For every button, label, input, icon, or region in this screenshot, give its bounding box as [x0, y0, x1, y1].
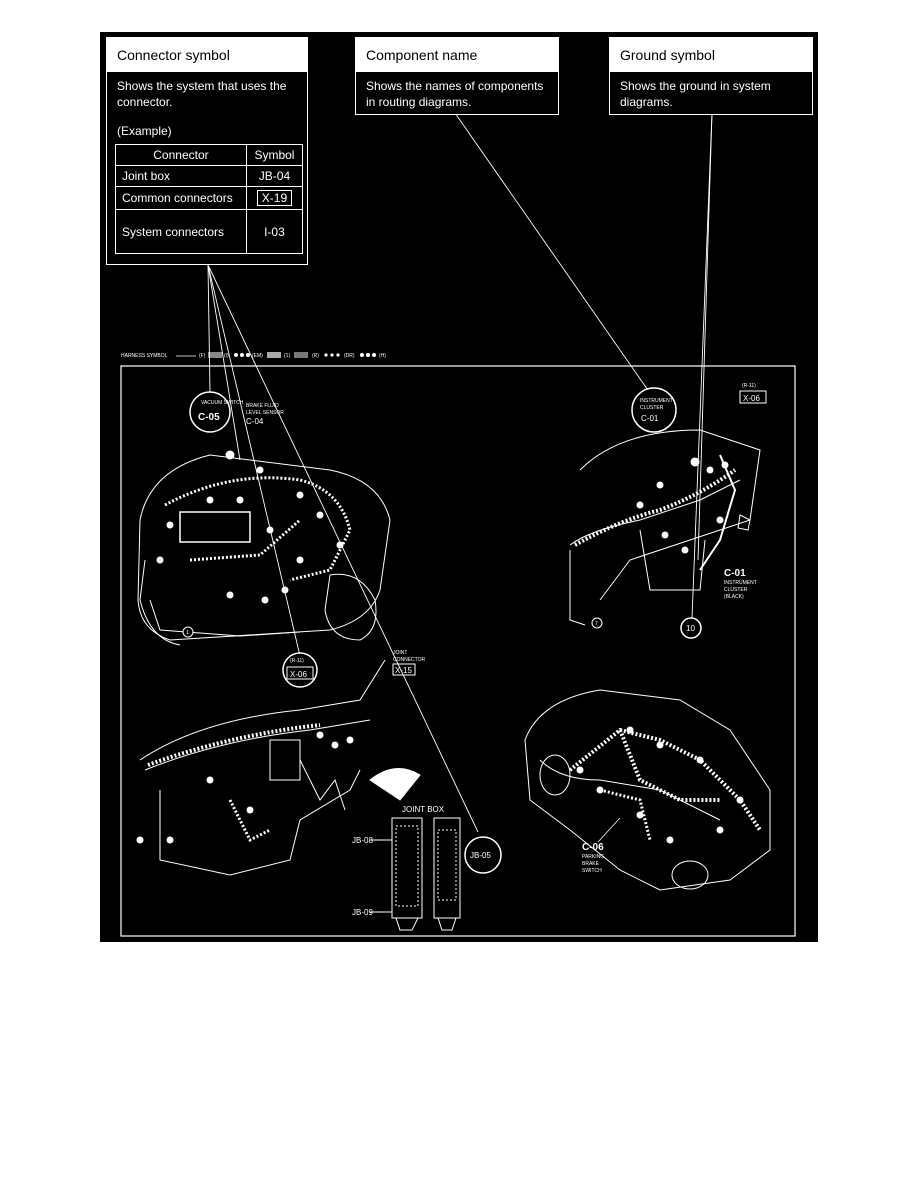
joint-box-labels: JOINT BOX JB-08 JB-09 [352, 805, 445, 917]
svg-text:10: 10 [686, 624, 695, 633]
svg-text:JOINT: JOINT [393, 650, 407, 656]
table-row: Joint box JB-04 [115, 165, 304, 187]
svg-text:LEVEL SENSOR: LEVEL SENSOR [246, 410, 284, 416]
table-cell: Common connectors [115, 186, 247, 210]
ground-symbol-7: 7 [591, 617, 603, 629]
svg-text:(1): (1) [284, 353, 290, 359]
ground-symbol-desc: Shows the ground in system diagrams. [620, 79, 771, 109]
svg-text:(R-11): (R-11) [742, 383, 756, 389]
svg-text:(R): (R) [312, 353, 319, 359]
svg-text:7: 7 [595, 621, 598, 627]
ground-symbol-title: Ground symbol [610, 38, 812, 72]
svg-text:CLUSTER: CLUSTER [640, 405, 664, 411]
table-header: Symbol [245, 144, 304, 166]
svg-text:(BLACK): (BLACK) [724, 594, 744, 600]
example-label: (Example) [117, 124, 172, 138]
svg-text:INSTRUMENT: INSTRUMENT [640, 398, 673, 404]
table-header: Connector [115, 144, 247, 166]
svg-text:(F): (F) [199, 353, 206, 359]
svg-text:INSTRUMENT: INSTRUMENT [724, 580, 757, 586]
svg-text:CLUSTER: CLUSTER [724, 587, 748, 593]
svg-text:C-05: C-05 [198, 412, 220, 423]
svg-text:JB-09: JB-09 [352, 908, 373, 917]
table-row: System connectors I-03 [115, 209, 304, 254]
svg-text:X-06: X-06 [290, 670, 307, 679]
svg-text:C-04: C-04 [246, 417, 264, 426]
boxed-symbol: X-19 [256, 190, 293, 206]
table-cell: JB-04 [245, 165, 304, 187]
joint-box-drawing [370, 817, 461, 931]
ground-symbol-10: 10 [680, 617, 702, 639]
table-row: Common connectors X-19 [115, 186, 304, 210]
connector-table: Connector Symbol Joint box JB-04 Common … [115, 144, 304, 254]
svg-text:C-01: C-01 [724, 568, 746, 579]
svg-text:VACUUM SWITCH: VACUUM SWITCH [201, 400, 244, 406]
table-cell: I-03 [245, 209, 304, 254]
ground-symbol-1: 1 [182, 626, 194, 638]
svg-text:X-06: X-06 [743, 394, 760, 403]
dashboard-drawing [569, 429, 761, 626]
ground-symbol-callout: Ground symbol Shows the ground in system… [609, 37, 813, 115]
svg-text:BRAKE FLUID: BRAKE FLUID [246, 403, 279, 409]
connector-symbol-title: Connector symbol [107, 38, 307, 72]
connector-symbol-desc: Shows the system that uses the connector… [117, 79, 287, 109]
table-cell: X-19 [245, 186, 304, 210]
table-header-row: Connector Symbol [115, 144, 304, 166]
instrument-cluster-callout: INSTRUMENT CLUSTER C-01 [631, 387, 677, 433]
component-name-callout: Component name Shows the names of compon… [355, 37, 559, 115]
table-cell: Joint box [115, 165, 247, 187]
vacuum-switch-callout: VACUUM SWITCH C-05 [189, 391, 244, 433]
svg-text:(DR): (DR) [344, 353, 355, 359]
svg-text:C-06: C-06 [582, 842, 604, 853]
svg-text:1: 1 [186, 630, 189, 636]
jb05-callout: JB-05 [464, 836, 502, 874]
table-cell: System connectors [115, 209, 247, 254]
svg-text:X-15: X-15 [395, 666, 412, 675]
svg-text:JB-08: JB-08 [352, 836, 373, 845]
svg-text:(H): (H) [379, 353, 386, 359]
svg-text:BRAKE: BRAKE [582, 861, 600, 867]
svg-text:SWITCH: SWITCH [582, 868, 602, 874]
diagram-frame [120, 365, 796, 937]
svg-text:CONNECTOR: CONNECTOR [393, 657, 426, 663]
engine-compartment-drawing [137, 450, 391, 646]
svg-text:HARNESS SYMBOL: HARNESS SYMBOL [121, 353, 168, 359]
svg-text:JB-05: JB-05 [470, 851, 491, 860]
connector-symbol-callout: Connector symbol Shows the system that u… [106, 37, 308, 265]
brake-fluid-label: BRAKE FLUID LEVEL SENSOR C-04 [246, 403, 284, 426]
component-name-desc: Shows the names of components in routing… [366, 79, 544, 109]
svg-text:(EM): (EM) [252, 353, 263, 359]
instrument-panel-drawing [136, 659, 421, 876]
parking-brake-switch-label: C-06 PARKING BRAKE SWITCH [582, 817, 621, 874]
svg-text:JOINT BOX: JOINT BOX [402, 805, 445, 814]
harness-symbol-legend: HARNESS SYMBOL (F) (I) (EM) (1) (R) (DR)… [121, 352, 386, 359]
component-name-title: Component name [356, 38, 558, 72]
c01-black-label: C-01 INSTRUMENT CLUSTER (BLACK) [724, 568, 757, 600]
x06-callout-bottom: (R-11) X-06 [282, 652, 318, 688]
svg-text:(I): (I) [224, 353, 229, 359]
x06-label-top: (R-11) X-06 [739, 383, 767, 404]
svg-text:C-01: C-01 [641, 414, 659, 423]
rear-body-drawing [524, 689, 771, 891]
svg-text:(R-11): (R-11) [290, 658, 304, 664]
svg-text:PARKING: PARKING [582, 854, 604, 860]
joint-connector-label: JOINT CONNECTOR X-15 [392, 650, 426, 676]
